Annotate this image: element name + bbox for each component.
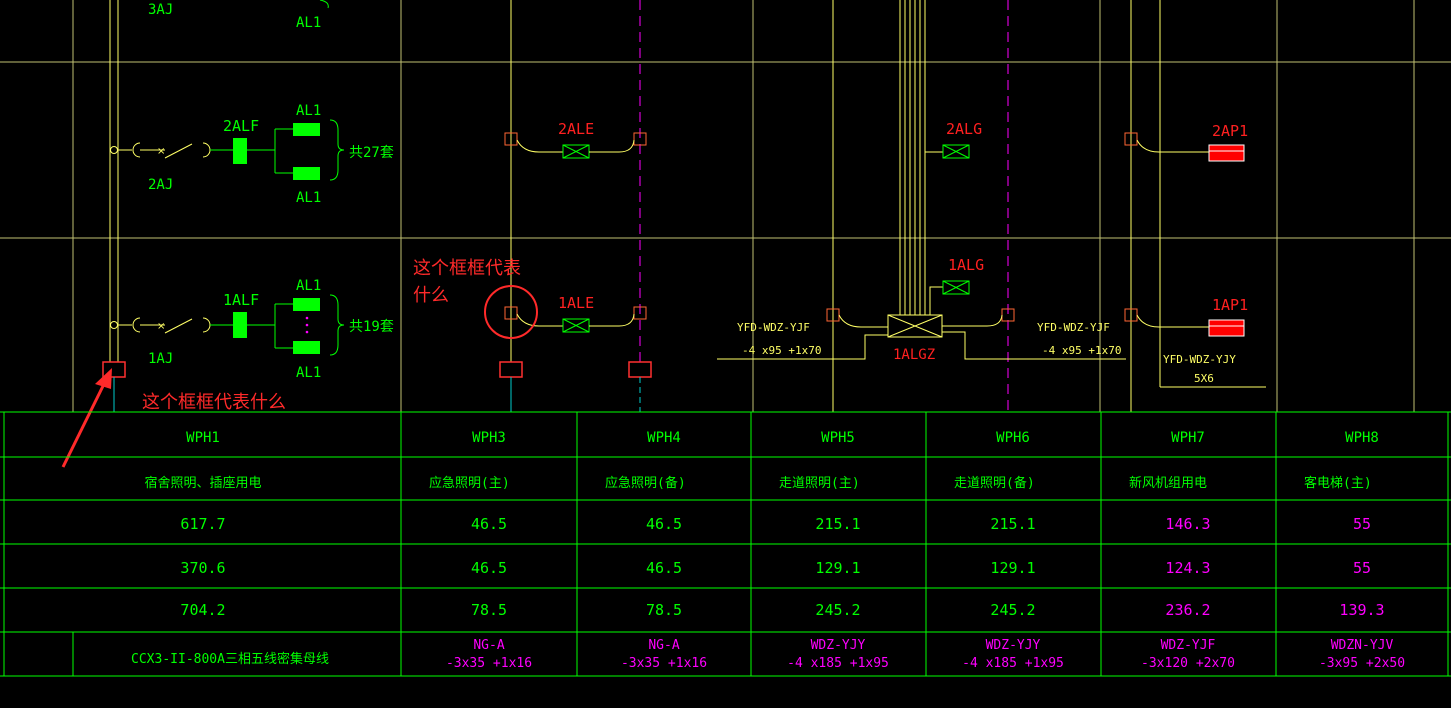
table-cell-cable-line1-0: CCX3-II-800A三相五线密集母线 <box>131 651 329 667</box>
table-cell-purpose-3: 走道照明(主) <box>779 476 860 491</box>
label-count-27: 共27套 <box>349 145 394 161</box>
table-cell-purpose-2: 应急照明(备) <box>605 475 686 491</box>
label-cable-right-2: 5X6 <box>1194 372 1214 385</box>
table-cell-headers-4: WPH6 <box>996 430 1030 446</box>
table-cell-row3-2: 78.5 <box>646 601 682 619</box>
table-cell-cable-line1-2: NG-A <box>648 638 679 653</box>
table-cell-headers-3: WPH5 <box>821 430 855 446</box>
table-cell-row1-1: 46.5 <box>471 515 507 533</box>
table-cell-purpose-0: 宿舍照明、插座用电 <box>144 475 261 491</box>
label-al1-1b: AL1 <box>296 365 321 381</box>
label-1algz: 1ALGZ <box>893 347 935 363</box>
ap2-box[interactable] <box>1208 144 1245 162</box>
table-cell-row1-5: 146.3 <box>1165 515 1210 533</box>
label-al1-2a: AL1 <box>296 103 321 119</box>
label-cable-mid-2: -4 x95 +1x70 <box>1042 344 1121 357</box>
label-cable-mid-1: YFD-WDZ-YJF <box>1037 321 1110 334</box>
annotation-note-middle-2: 什么 <box>413 285 449 306</box>
circuit-1alf: × 1AJ 1ALF AL1 AL1 共19套 <box>110 278 394 381</box>
table-cell-row1-0: 617.7 <box>180 515 225 533</box>
table-cell-headers-1: WPH3 <box>472 430 506 446</box>
label-2ap1: 2AP1 <box>1212 122 1248 140</box>
label-1alf: 1ALF <box>223 291 259 309</box>
table-cell-headers-6: WPH8 <box>1345 430 1379 446</box>
label-3aj: 3AJ <box>148 2 173 18</box>
annotation-circle <box>484 285 538 339</box>
table-cell-cable-line1-3: WDZ-YJY <box>811 638 866 653</box>
drawing-grid <box>0 0 1451 412</box>
label-cable-left-2: -4 x95 +1x70 <box>742 344 821 357</box>
svg-text:×: × <box>157 321 165 332</box>
table-cell-row3-3: 245.2 <box>815 601 860 619</box>
table-cell-row2-1: 46.5 <box>471 559 507 577</box>
table-cell-cable-line2-3: -4 x185 +1x95 <box>787 656 889 671</box>
label-1alg: 1ALG <box>948 256 984 274</box>
table-cell-row2-2: 46.5 <box>646 559 682 577</box>
label-cable-left-1: YFD-WDZ-YJF <box>737 321 810 334</box>
circuit-2alf: × 2AJ 2ALF AL1 AL1 共27套 <box>110 103 394 206</box>
table-cell-row3-0: 704.2 <box>180 601 225 619</box>
table-cell-row2-6: 55 <box>1353 559 1371 577</box>
emergency-lighting-section: 2ALE 1ALE <box>484 0 652 412</box>
label-cable-right-1: YFD-WDZ-YJY <box>1163 353 1236 366</box>
label-count-19: 共19套 <box>349 319 394 335</box>
ap-section: 2AP1 1AP1 YFD-WDZ-YJY 5X6 <box>1124 0 1266 412</box>
left-feeder-section: 3AJ AL1 × 2AJ 2ALF AL1 AL1 共27套 <box>102 0 394 412</box>
table-cell-headers-5: WPH7 <box>1171 430 1205 446</box>
annotation-arrow <box>61 368 112 468</box>
table-cell-row3-5: 236.2 <box>1165 601 1210 619</box>
corridor-lighting-section: 2ALG 1ALG 1ALGZ YFD-WDZ-YJF -4 x95 +1x70… <box>717 0 1126 412</box>
annotation-note-left: 这个框框代表什么 <box>142 392 286 413</box>
table-cell-row2-0: 370.6 <box>180 559 225 577</box>
ap1-box[interactable] <box>1208 319 1245 337</box>
table-cell-row3-1: 78.5 <box>471 601 507 619</box>
table-cell-cable-line2-4: -4 x185 +1x95 <box>962 656 1064 671</box>
table-cell-purpose-1: 应急照明(主) <box>429 475 510 491</box>
table-cell-cable-line1-1: NG-A <box>473 638 504 653</box>
table-cell-headers-2: WPH4 <box>647 430 681 446</box>
label-1ale: 1ALE <box>558 294 594 312</box>
table-cell-row1-4: 215.1 <box>990 515 1035 533</box>
table-cell-purpose-6: 客电梯(主) <box>1304 475 1372 491</box>
svg-text:×: × <box>157 146 165 157</box>
label-2aj: 2AJ <box>148 177 173 193</box>
table-cell-cable-line2-1: -3x35 +1x16 <box>446 656 532 671</box>
table-cell-cable-line2-6: -3x95 +2x50 <box>1319 656 1405 671</box>
label-1aj: 1AJ <box>148 351 173 367</box>
table-cell-row2-5: 124.3 <box>1165 559 1210 577</box>
table-cell-row3-6: 139.3 <box>1339 601 1384 619</box>
label-2alf: 2ALF <box>223 117 259 135</box>
label-2alg: 2ALG <box>946 120 982 138</box>
table-cell-cable-line1-4: WDZ-YJY <box>986 638 1041 653</box>
table-cell-cable-line1-5: WDZ-YJF <box>1161 638 1216 653</box>
label-1ap1: 1AP1 <box>1212 296 1248 314</box>
table-cell-purpose-4: 走道照明(备) <box>954 475 1035 491</box>
table-cell-row1-2: 46.5 <box>646 515 682 533</box>
annotation-note-middle-1: 这个框框代表 <box>413 258 521 279</box>
table-cell-row2-4: 129.1 <box>990 559 1035 577</box>
table-cell-cable-line1-6: WDZN-YJV <box>1331 638 1394 653</box>
table-cell-cable-line2-5: -3x120 +2x70 <box>1141 656 1235 671</box>
label-2ale: 2ALE <box>558 120 594 138</box>
table-cell-cable-line2-2: -3x35 +1x16 <box>621 656 707 671</box>
table-cell-row1-3: 215.1 <box>815 515 860 533</box>
label-al1-top-partial: AL1 <box>296 15 321 31</box>
label-al1-2b: AL1 <box>296 190 321 206</box>
table-cell-row2-3: 129.1 <box>815 559 860 577</box>
load-table: WPH1 WPH3 WPH4 WPH5 WPH6 WPH7 WPH8 宿舍照明、插座用电 应急照… <box>0 411 1451 677</box>
table-cell-headers-0: WPH1 <box>186 430 220 446</box>
table-cell-row1-6: 55 <box>1353 515 1371 533</box>
table-cell-purpose-5: 新风机组用电 <box>1129 475 1207 491</box>
label-al1-1a: AL1 <box>296 278 321 294</box>
table-cell-row3-4: 245.2 <box>990 601 1035 619</box>
